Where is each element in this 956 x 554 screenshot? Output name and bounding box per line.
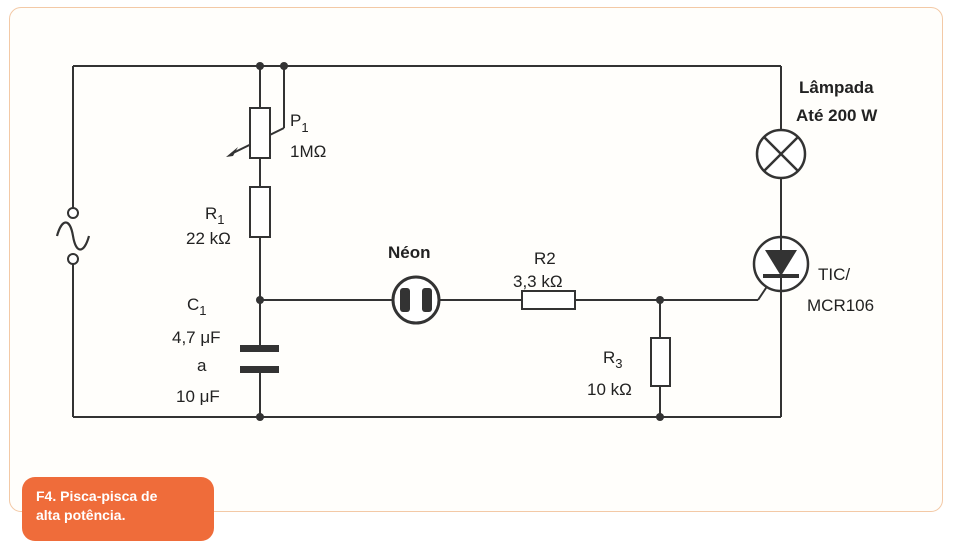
sine-icon — [55, 221, 91, 251]
scr-thyristor — [752, 235, 810, 293]
caption-line1: F4. Pisca-pisca de — [36, 488, 158, 504]
p1-name-label: P1 — [290, 111, 309, 135]
junction-dot — [256, 413, 264, 421]
scr-label-line1: TIC/ — [818, 265, 850, 284]
ac-terminal-top — [67, 207, 79, 219]
scr-label-line2: MCR106 — [807, 296, 874, 315]
junction-dot — [280, 62, 288, 70]
c1-value-line1: 4,7 μF — [172, 328, 221, 347]
r3-resistor — [650, 337, 671, 387]
r3-value-label: 10 kΩ — [587, 380, 632, 399]
c1-name-label: C1 — [187, 295, 207, 318]
p1-arrow-icon — [226, 147, 238, 157]
figure-caption: F4. Pisca-pisca de alta potência. — [22, 477, 214, 541]
r2-resistor — [521, 290, 576, 310]
c1-plate-top — [240, 345, 279, 352]
lamp-label-line1: Lâmpada — [799, 78, 874, 97]
r1-name-label: R1 — [205, 204, 225, 227]
lamp-icon — [755, 128, 807, 180]
lamp-label-line2: Até 200 W — [796, 106, 878, 125]
c1-value-line2: a — [197, 356, 207, 375]
r2-name-label: R2 — [534, 249, 556, 268]
ac-source — [55, 207, 91, 265]
p1-potentiometer — [249, 107, 271, 159]
r3-name-label: R3 — [603, 348, 623, 371]
neon-label: Néon — [388, 243, 431, 262]
junction-dot — [656, 296, 664, 304]
r2-value-label: 3,3 kΩ — [513, 272, 563, 291]
p1-value-label: 1MΩ — [290, 142, 326, 161]
ac-terminal-bottom — [67, 253, 79, 265]
c1-value-line3: 10 μF — [176, 387, 220, 406]
neon-lamp — [391, 275, 441, 325]
c1-plate-bottom — [240, 366, 279, 373]
junction-dot — [256, 296, 264, 304]
junction-dot — [256, 62, 264, 70]
r1-value-label: 22 kΩ — [186, 229, 231, 248]
r1-resistor — [249, 186, 271, 238]
junction-dot — [656, 413, 664, 421]
caption-line2: alta potência. — [36, 507, 126, 523]
